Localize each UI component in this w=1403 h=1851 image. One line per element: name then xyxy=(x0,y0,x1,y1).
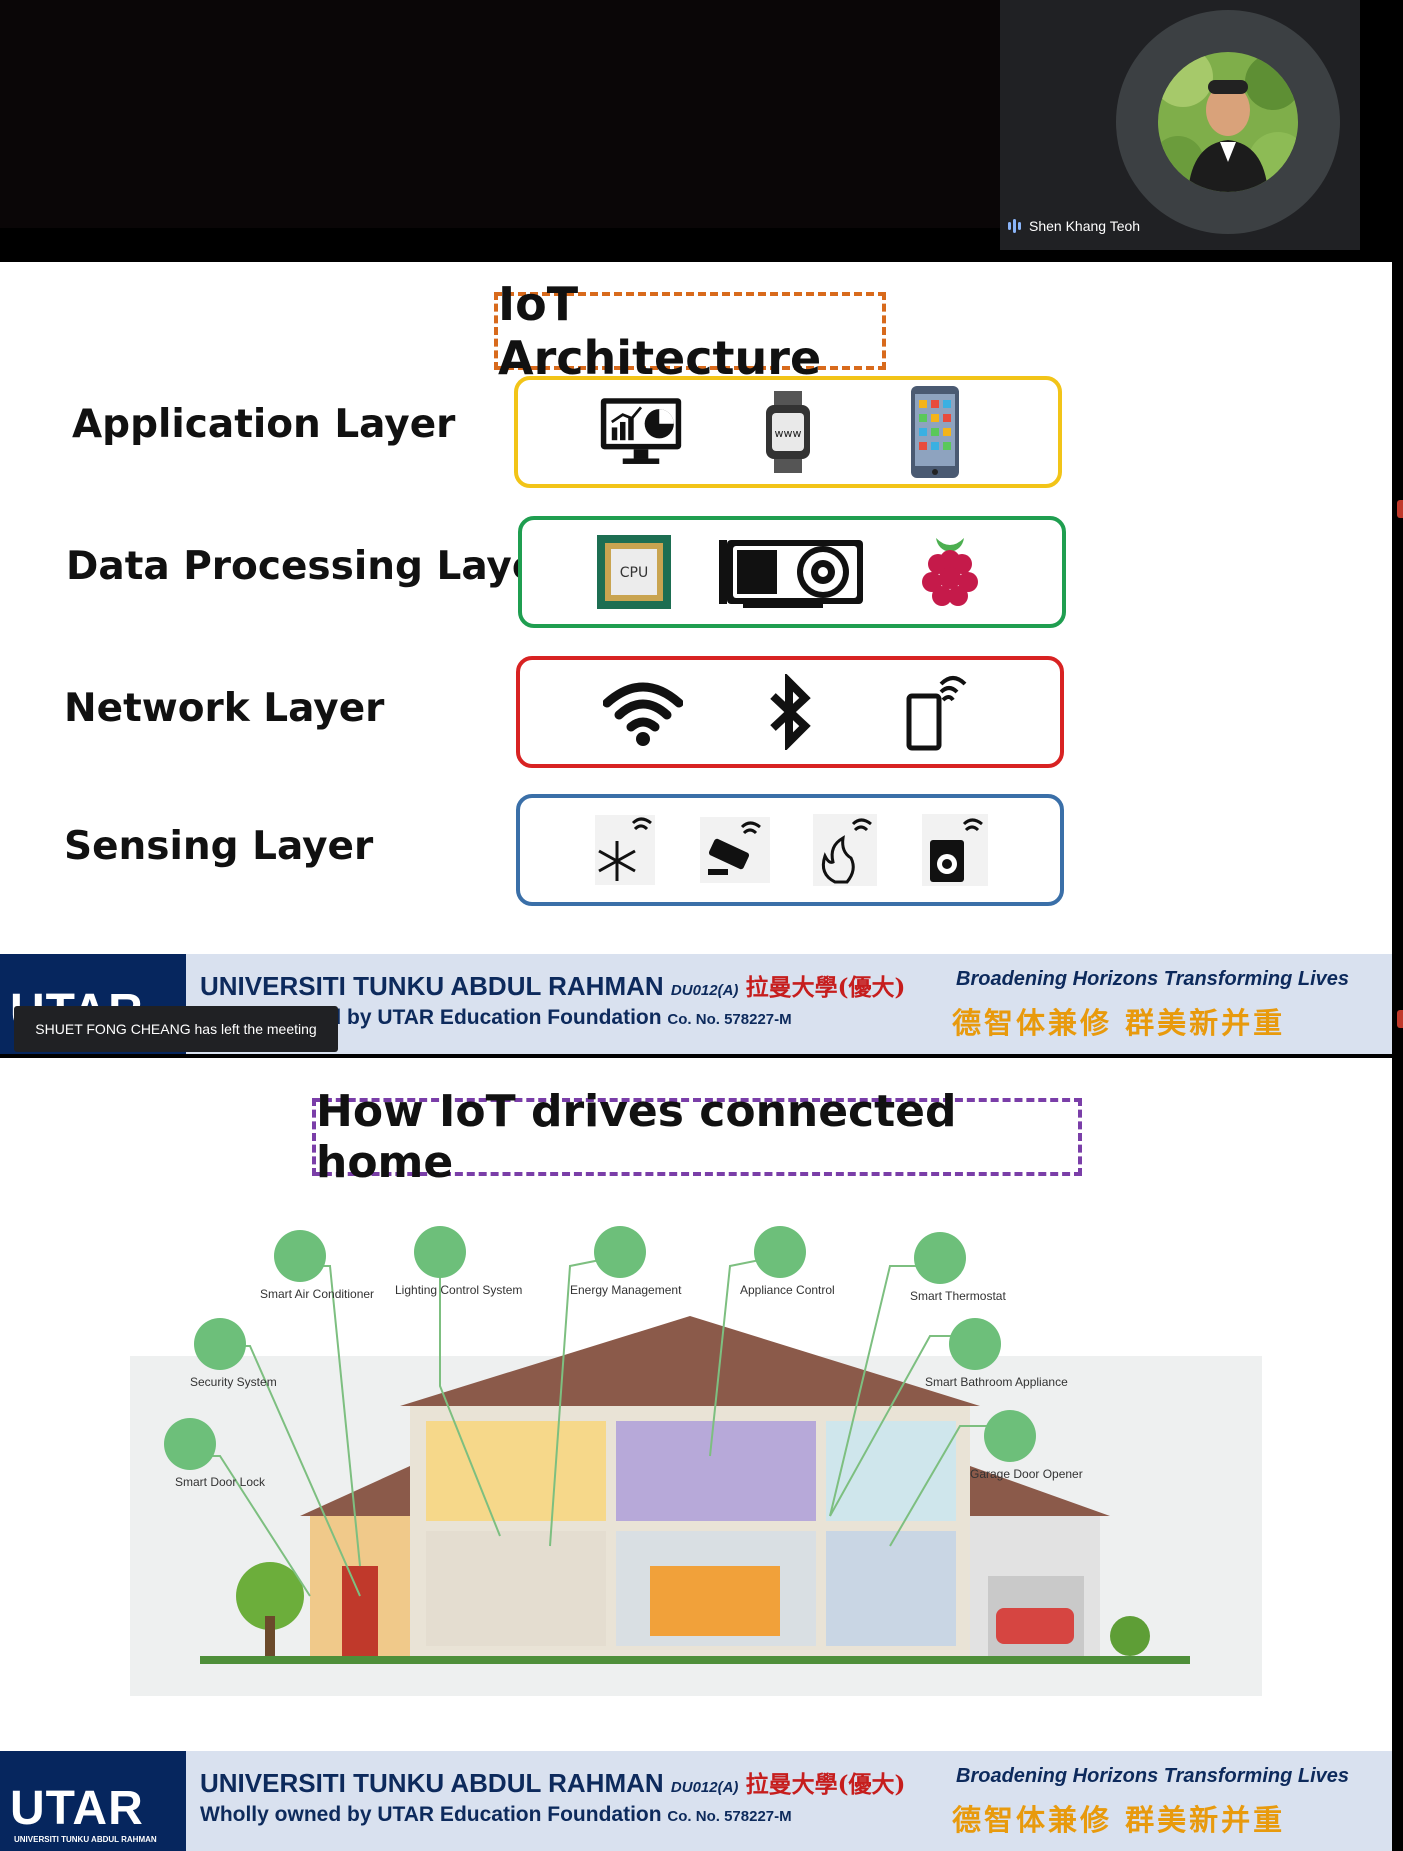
svg-text:CPU: CPU xyxy=(620,565,648,581)
slide-iot-architecture: IoT Architecture Application Layer www xyxy=(0,262,1392,1054)
layer-box-data-processing: CPU xyxy=(518,516,1066,628)
owned-by-text: Wholly owned by UTAR Education Foundatio… xyxy=(200,1803,662,1826)
layer-label-sensing: Sensing Layer xyxy=(64,824,374,869)
smartwatch-www-icon: www xyxy=(746,390,830,474)
smartphone-apps-icon xyxy=(893,386,977,478)
motto-chinese: 德智体兼修 群美新并重 xyxy=(952,1006,1286,1040)
cpu-chip-icon: CPU xyxy=(592,530,676,614)
layer-box-application: www xyxy=(514,376,1062,488)
avatar xyxy=(1158,52,1298,192)
feature-label: Security System xyxy=(190,1375,277,1389)
layer-label-data-processing: Data Processing Layer xyxy=(66,544,558,589)
avatar-ring xyxy=(1116,10,1340,234)
utar-logo: UTAR UNIVERSITI TUNKU ABDUL RAHMAN xyxy=(0,1751,186,1851)
layer-label-application: Application Layer xyxy=(72,402,456,447)
feature-label: Energy Management xyxy=(570,1283,682,1297)
feature-label: Smart Air Conditioner xyxy=(260,1287,374,1301)
motto-english: Broadening Horizons Transforming Lives xyxy=(956,1765,1350,1787)
feature-label: Appliance Control xyxy=(740,1283,835,1297)
slide-connected-home: How IoT drives connected home xyxy=(0,1058,1392,1851)
wifi-icon xyxy=(601,670,685,754)
feature-label: Smart Thermostat xyxy=(910,1289,1006,1303)
monitor-chart-icon xyxy=(599,390,683,474)
slide-edge-marker xyxy=(1397,1010,1403,1028)
graphics-card-icon xyxy=(717,530,867,614)
slide-edge-marker xyxy=(1397,500,1403,518)
feature-label: Lighting Control System xyxy=(395,1283,522,1297)
slide-title: How IoT drives connected home xyxy=(312,1086,1082,1188)
layer-box-sensing xyxy=(516,794,1064,906)
shared-screen-band xyxy=(0,0,1000,228)
participant-tile[interactable]: Shen Khang Teoh xyxy=(1000,0,1360,250)
bluetooth-icon xyxy=(748,670,832,754)
layer-box-network xyxy=(516,656,1064,768)
washer-sensor-icon xyxy=(913,808,997,892)
motto-chinese: 德智体兼修 群美新并重 xyxy=(952,1803,1286,1837)
fire-sensor-icon xyxy=(803,808,887,892)
utar-footer-banner: UTAR UNIVERSITI TUNKU ABDUL RAHMAN UNIVE… xyxy=(0,1751,1392,1851)
company-number: Co. No. 578227-M xyxy=(667,1808,792,1825)
university-code: DU012(A) xyxy=(670,1779,739,1796)
snowflake-sensor-icon xyxy=(583,808,667,892)
feature-label: Garage Door Opener xyxy=(970,1467,1083,1481)
layer-label-network: Network Layer xyxy=(64,686,385,731)
motto-english: Broadening Horizons Transforming Lives xyxy=(956,968,1350,990)
camera-sensor-icon xyxy=(693,808,777,892)
university-code: DU012(A) xyxy=(670,982,739,999)
slide-title: IoT Architecture xyxy=(494,277,886,385)
svg-text:www: www xyxy=(774,427,801,440)
feature-label: Smart Door Lock xyxy=(175,1475,266,1489)
nfc-phone-icon xyxy=(895,670,979,754)
meeting-notification-toast[interactable]: SHUET FONG CHEANG has left the meeting xyxy=(14,1006,338,1052)
feature-label: Smart Bathroom Appliance xyxy=(925,1375,1068,1389)
meeting-video-strip: Shen Khang Teoh xyxy=(0,0,1403,262)
connected-home-illustration: Smart Air Conditioner Lighting Control S… xyxy=(130,1226,1262,1696)
raspberry-pi-icon xyxy=(908,530,992,614)
utar-footer-banner: UTAR UNIVERSITI TUNKU ABDUL RAHMAN DU012… xyxy=(0,954,1392,1054)
speaking-indicator-icon xyxy=(1008,219,1021,233)
university-name: UNIVERSITI TUNKU ABDUL RAHMAN xyxy=(200,1768,664,1798)
university-chinese-name: 拉曼大學(優大) xyxy=(745,974,906,1001)
company-number: Co. No. 578227-M xyxy=(667,1011,792,1028)
participant-name: Shen Khang Teoh xyxy=(1029,218,1141,234)
university-name: UNIVERSITI TUNKU ABDUL RAHMAN xyxy=(200,971,664,1001)
university-chinese-name: 拉曼大學(優大) xyxy=(745,1771,906,1798)
